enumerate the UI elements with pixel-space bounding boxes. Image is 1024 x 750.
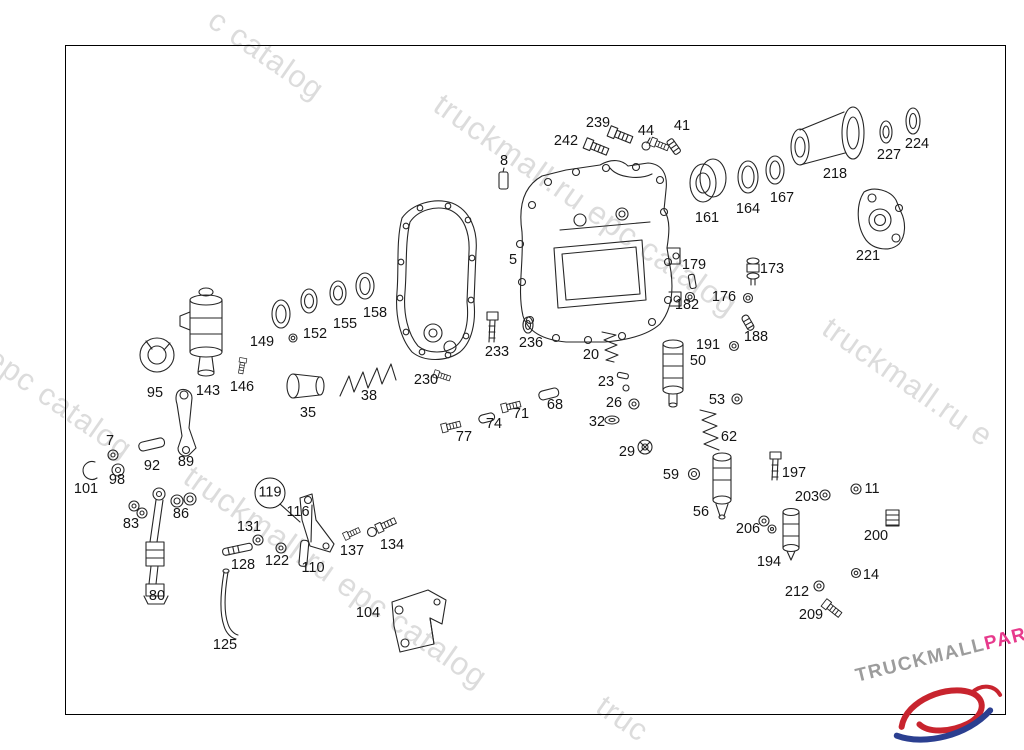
part-label-188: 188 xyxy=(743,328,769,345)
part-label-38: 38 xyxy=(360,387,378,404)
part-label-83: 83 xyxy=(122,515,140,532)
part-label-101: 101 xyxy=(73,480,99,497)
swirl-red-stroke xyxy=(898,687,985,734)
part-label-86: 86 xyxy=(172,505,190,522)
part-label-110: 110 xyxy=(301,559,325,576)
flange-221-drawing xyxy=(857,188,906,250)
part-label-236: 236 xyxy=(518,334,544,351)
small-hardware-right xyxy=(684,257,760,352)
part-label-149: 149 xyxy=(249,333,275,350)
swirl-blue-stroke xyxy=(893,707,994,743)
housing-5-drawing xyxy=(515,160,682,345)
part-label-77: 77 xyxy=(455,428,473,445)
part-label-92: 92 xyxy=(143,457,161,474)
part-label-197: 197 xyxy=(781,464,807,481)
part-label-122: 122 xyxy=(264,552,290,569)
part-label-80: 80 xyxy=(148,587,166,604)
part-label-134: 134 xyxy=(379,536,405,553)
part-label-41: 41 xyxy=(673,117,691,134)
valve-train-right xyxy=(712,451,900,620)
part-label-239: 239 xyxy=(585,114,611,131)
part-label-56: 56 xyxy=(692,503,710,520)
part-label-164: 164 xyxy=(735,200,761,217)
part-label-98: 98 xyxy=(108,471,126,488)
part-label-143: 143 xyxy=(195,382,221,399)
part-label-182: 182 xyxy=(674,296,700,313)
swirl-red-tail xyxy=(969,684,1003,697)
part-label-155: 155 xyxy=(332,315,358,332)
shaft-218-drawing xyxy=(790,106,921,166)
part-label-29: 29 xyxy=(618,443,636,460)
part-label-242: 242 xyxy=(553,132,579,149)
part-label-44: 44 xyxy=(637,122,655,139)
part-label-158: 158 xyxy=(362,304,388,321)
part-label-152: 152 xyxy=(302,325,328,342)
part-label-161: 161 xyxy=(694,209,720,226)
part-label-89: 89 xyxy=(177,453,195,470)
part-label-71: 71 xyxy=(512,405,530,422)
part-label-179: 179 xyxy=(681,256,707,273)
bearing-group-drawing xyxy=(689,155,785,203)
part-label-167: 167 xyxy=(769,189,795,206)
part-label-23: 23 xyxy=(597,373,615,390)
part-label-95: 95 xyxy=(146,384,164,401)
part-label-74: 74 xyxy=(485,415,503,432)
part-label-191: 191 xyxy=(695,336,721,353)
part-label-194: 194 xyxy=(756,553,782,570)
part-label-209: 209 xyxy=(798,606,824,623)
pump-143-group xyxy=(139,272,375,377)
part-label-146: 146 xyxy=(229,378,255,395)
part-label-200: 200 xyxy=(863,527,889,544)
diagram-frame xyxy=(65,45,1006,715)
plug-35-spring-38 xyxy=(286,363,397,399)
rod-125 xyxy=(220,568,239,640)
part-label-221: 221 xyxy=(855,247,881,264)
logo-swirl-icon xyxy=(893,684,1003,743)
bracket-116-group xyxy=(222,493,398,567)
part-label-176: 176 xyxy=(711,288,737,305)
part-label-233: 233 xyxy=(484,343,510,360)
part-label-227: 227 xyxy=(876,146,902,163)
part-label-119: 119 xyxy=(254,477,286,509)
part-label-5: 5 xyxy=(508,251,518,268)
part-label-11: 11 xyxy=(864,480,880,497)
part-label-131: 131 xyxy=(236,518,262,535)
part-label-224: 224 xyxy=(904,135,930,152)
part-label-32: 32 xyxy=(588,413,606,430)
part-label-218: 218 xyxy=(822,165,848,182)
part-label-62: 62 xyxy=(720,428,738,445)
part-label-206: 206 xyxy=(735,520,761,537)
part-label-104: 104 xyxy=(355,604,381,621)
part-label-230: 230 xyxy=(413,371,439,388)
gasket-drawing xyxy=(396,200,477,361)
part-label-35: 35 xyxy=(299,404,317,421)
part-label-14: 14 xyxy=(862,566,880,583)
lever-89-group xyxy=(82,388,197,481)
part-label-128: 128 xyxy=(230,556,256,573)
part-label-68: 68 xyxy=(546,396,564,413)
leader-lines xyxy=(279,137,651,523)
part-label-137: 137 xyxy=(339,542,365,559)
valve-train-center xyxy=(432,311,743,481)
linkage-80-group xyxy=(128,487,197,605)
part-label-7: 7 xyxy=(105,432,115,449)
part-label-125: 125 xyxy=(212,636,238,653)
part-label-203: 203 xyxy=(794,488,820,505)
bracket-104 xyxy=(391,589,447,653)
part-label-116: 116 xyxy=(286,503,310,520)
part-label-20: 20 xyxy=(582,346,600,363)
part-label-50: 50 xyxy=(689,352,707,369)
part-label-26: 26 xyxy=(605,394,623,411)
part-label-53: 53 xyxy=(708,391,726,408)
part-label-8: 8 xyxy=(499,152,509,169)
part-label-212: 212 xyxy=(784,583,810,600)
part-label-173: 173 xyxy=(759,260,785,277)
part-label-59: 59 xyxy=(662,466,680,483)
